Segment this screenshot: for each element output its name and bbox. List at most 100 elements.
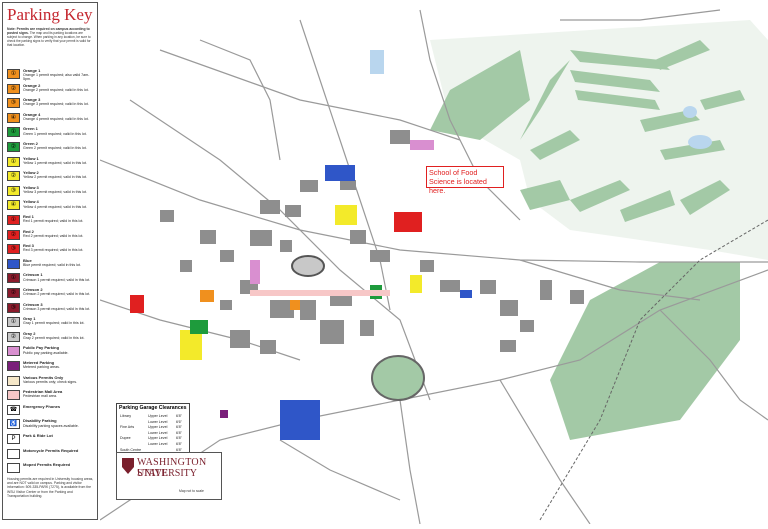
legend-item-desc: Crimson 1 permit required; valid in this… <box>23 277 91 282</box>
legend-swatch: ② <box>7 83 20 94</box>
pond <box>683 106 697 118</box>
legend-item-name: Green 1 <box>23 126 38 132</box>
legend-item: Motorcycle Permits Required <box>7 448 97 461</box>
legend-item-desc: Disability parking spaces available. <box>23 423 79 428</box>
legend-item-desc: Yellow 2 permit required; valid in this … <box>23 175 87 180</box>
campus-map[interactable] <box>99 0 768 525</box>
garage-clear: 6'8" <box>176 425 182 430</box>
legend-item-text: Park & Ride Lot <box>23 433 97 438</box>
legend-swatch: ① <box>7 273 20 284</box>
legend-swatch: ③ <box>7 244 20 255</box>
legend-item-desc: Orange 3 permit required; valid in this … <box>23 102 89 107</box>
legend-swatch <box>7 361 20 371</box>
legend-swatch: ☎ <box>7 404 20 415</box>
legend-item-desc: Orange 1 permit required; also valid 7am… <box>23 73 90 82</box>
legend-item-desc: Red 2 permit required; valid in this lot… <box>23 233 84 238</box>
garage-name: Library <box>120 414 131 418</box>
legend-item-name: Red 3 <box>23 243 34 249</box>
garage-clear: 6'6" <box>176 419 182 424</box>
legend-swatch: ④ <box>7 200 20 211</box>
legend-swatch: P <box>7 434 20 444</box>
legend-item-name: Crimson 1 <box>23 272 43 278</box>
yellow-lot <box>410 275 422 293</box>
legend-item-name: Pedestrian Mall Area <box>23 389 63 395</box>
red-lot <box>130 295 144 313</box>
legend-item-name: Yellow 4 <box>23 199 39 205</box>
legend-item-desc: Gray 2 permit required; valid in this lo… <box>23 336 85 340</box>
legend-item-name: Emergency Phones <box>23 403 61 409</box>
garage-name: South Centre <box>120 447 142 452</box>
legend-swatch <box>7 258 20 269</box>
legend-item-name: Crimson 2 <box>23 287 43 292</box>
yellow-lot <box>335 205 357 225</box>
map-scale-note: Map not to scale <box>179 489 204 493</box>
blue-lot <box>325 165 355 181</box>
legend-item-desc: Yellow 4 permit required; valid in this … <box>23 204 87 209</box>
legend-item-desc: Orange 2 permit required; valid in this … <box>23 87 89 92</box>
logo-line1: WASHINGTON STATE <box>137 457 207 479</box>
legend-swatch: ② <box>7 229 20 240</box>
legend-item-desc: Public pay parking available. <box>23 350 69 355</box>
garage-level: Lower Level <box>148 442 168 446</box>
legend-item-desc: Various permits only; check signs. <box>23 379 78 384</box>
garage-level: Upper Level <box>148 436 168 441</box>
garage-clear: 6'8" <box>176 430 182 435</box>
parking-legend: Parking Key Note: Permits are required o… <box>2 2 98 520</box>
pond <box>688 135 712 149</box>
legend-item-name: Gray 2 <box>23 330 36 336</box>
legend-swatch: ③ <box>7 185 20 196</box>
legend-item: ☎Emergency Phones <box>7 403 97 417</box>
map-canvas[interactable] <box>99 0 768 525</box>
pink-lot <box>250 260 260 284</box>
pedestrian-mall <box>250 290 390 296</box>
legend-item-text: Motorcycle Permits Required <box>23 448 97 453</box>
garage-name: Fine Arts <box>120 425 135 430</box>
legend-swatch: ① <box>7 127 20 138</box>
legend-item-desc: Gray 1 permit required; valid in this lo… <box>23 321 85 326</box>
legend-swatch: ① <box>7 215 20 225</box>
legend-item-name: Green 2 <box>23 141 38 146</box>
legend-swatch <box>7 390 20 401</box>
campus-buildings <box>160 130 584 354</box>
garage-level: Upper Level <box>148 414 168 418</box>
legend-item-name: Public Pay Parking <box>23 345 60 351</box>
garage-clear: 6'8" <box>176 436 182 441</box>
garage-level: Lower Level <box>148 430 168 435</box>
large-green-field <box>520 60 570 140</box>
legend-item-text: Emergency Phones <box>23 403 97 409</box>
legend-item-name: Metered Parking <box>23 360 55 365</box>
railroad <box>539 219 768 521</box>
legend-item-name: Gray 1 <box>23 316 36 322</box>
legend-item-name: Red 2 <box>23 228 34 234</box>
legend-item-name: Blue <box>23 257 32 263</box>
garage-clear: 6'8" <box>176 414 182 418</box>
legend-note: Note: Permits are required on campus acc… <box>7 27 91 47</box>
